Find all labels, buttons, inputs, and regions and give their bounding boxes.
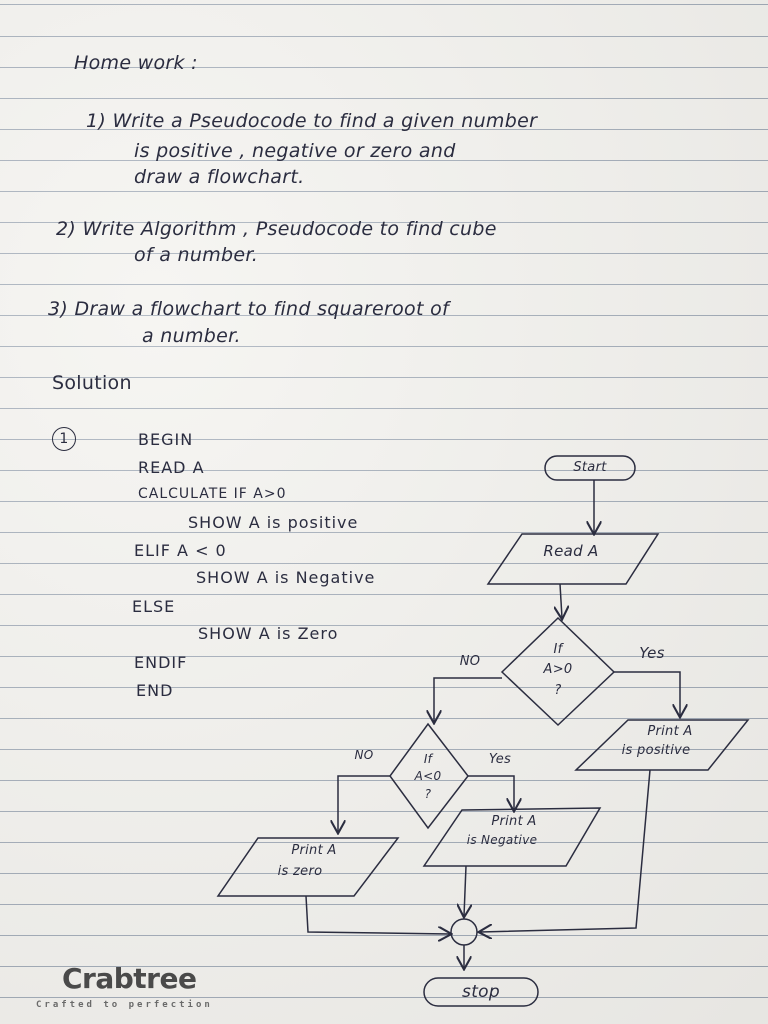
solution-label: Solution	[52, 372, 132, 394]
brand-logo: Crabtree	[62, 962, 197, 995]
yes-1-label: Yes	[639, 644, 665, 662]
print-zero-line-2: is zero	[277, 864, 323, 879]
pseudo-line: BEGIN	[138, 430, 194, 449]
decision-2-line-1: If	[423, 752, 433, 766]
decision-2-line-3: ?	[424, 787, 432, 801]
pseudo-line: SHOW A is positive	[188, 513, 359, 532]
decision-2-diamond	[389, 722, 469, 830]
question-3-line-2: a number.	[142, 325, 241, 347]
question-1-line-1: 1) Write a Pseudocode to find a given nu…	[86, 110, 538, 132]
decision-1-line-3: ?	[554, 683, 562, 698]
read-input-box	[486, 533, 660, 585]
print-negative-line-1: Print A	[491, 814, 537, 829]
connector-circle	[450, 918, 478, 946]
read-label: Read A	[543, 542, 599, 560]
question-1-line-2: is positive , negative or zero and	[134, 140, 456, 162]
stop-label: stop	[462, 982, 500, 1002]
print-zero-box	[216, 837, 400, 897]
pseudo-line: READ A	[138, 458, 205, 477]
decision-1-line-2: A>0	[543, 662, 573, 677]
solution-number: 1	[52, 427, 76, 451]
decision-2-line-2: A<0	[414, 769, 442, 783]
stop-terminal	[423, 977, 539, 1007]
print-positive-line-1: Print A	[647, 724, 693, 739]
print-negative-line-2: is Negative	[466, 833, 538, 847]
no-2-label: NO	[354, 748, 374, 762]
print-positive-box	[574, 719, 750, 771]
pseudo-line: ELSE	[132, 597, 176, 616]
start-terminal	[544, 455, 636, 481]
pseudo-line: END	[136, 681, 174, 700]
yes-2-label: Yes	[488, 752, 512, 767]
print-zero-line-1: Print A	[291, 843, 337, 858]
pseudo-line: CALCULATE IF A>0	[138, 486, 287, 502]
print-positive-line-2: is positive	[621, 743, 691, 758]
pseudo-line: ELIF A < 0	[134, 541, 227, 560]
question-2-line-2: of a number.	[134, 244, 259, 266]
question-2-line-1: 2) Write Algorithm , Pseudocode to find …	[56, 218, 497, 240]
start-label: Start	[573, 460, 607, 475]
homework-title: Home work :	[74, 52, 198, 74]
pseudo-line: SHOW A is Negative	[196, 568, 376, 587]
no-1-label: NO	[459, 654, 481, 669]
decision-1-line-1: If	[553, 642, 563, 657]
decision-1-diamond	[500, 616, 616, 727]
brand-tagline: Crafted to perfection	[36, 1000, 213, 1010]
pseudo-line: ENDIF	[134, 653, 188, 672]
question-1-line-3: draw a flowchart.	[134, 166, 305, 188]
print-negative-box	[422, 807, 602, 867]
pseudo-line: SHOW A is Zero	[198, 624, 339, 643]
question-3-line-1: 3) Draw a flowchart to find squareroot o…	[48, 298, 449, 320]
